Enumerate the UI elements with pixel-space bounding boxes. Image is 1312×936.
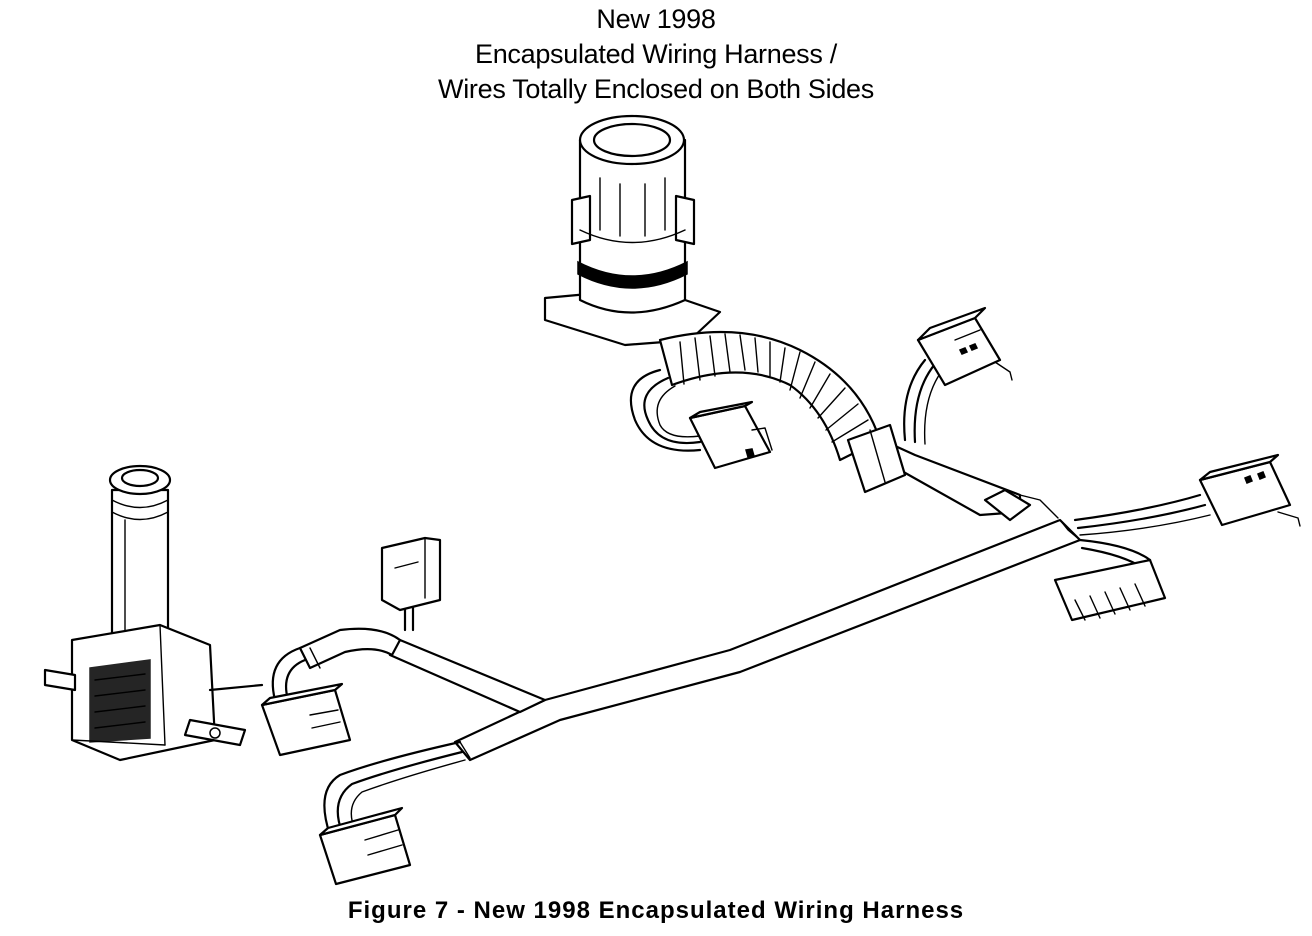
connector-bottom [318,740,466,886]
diagram-title: New 1998 Encapsulated Wiring Harness / W… [0,2,1312,107]
connector-right-lower [1053,538,1167,622]
figure-caption: Figure 7 - New 1998 Encapsulated Wiring … [347,897,965,924]
title-line-3: Wires Totally Enclosed on Both Sides [438,74,874,104]
title-line-1: New 1998 [596,4,716,34]
connector-upright [380,536,442,632]
case-connector [543,114,722,347]
harness-trunk [298,428,1082,762]
connector-far-right [1073,453,1301,536]
connector-center [688,400,773,470]
title-line-2: Encapsulated Wiring Harness / [475,39,837,69]
solenoid-assembly [43,464,264,762]
connector-upper-right [903,306,1013,445]
wires-left-pigtail [629,368,702,452]
corrugated-conduit [658,330,907,494]
connector-left-mid [260,646,352,757]
